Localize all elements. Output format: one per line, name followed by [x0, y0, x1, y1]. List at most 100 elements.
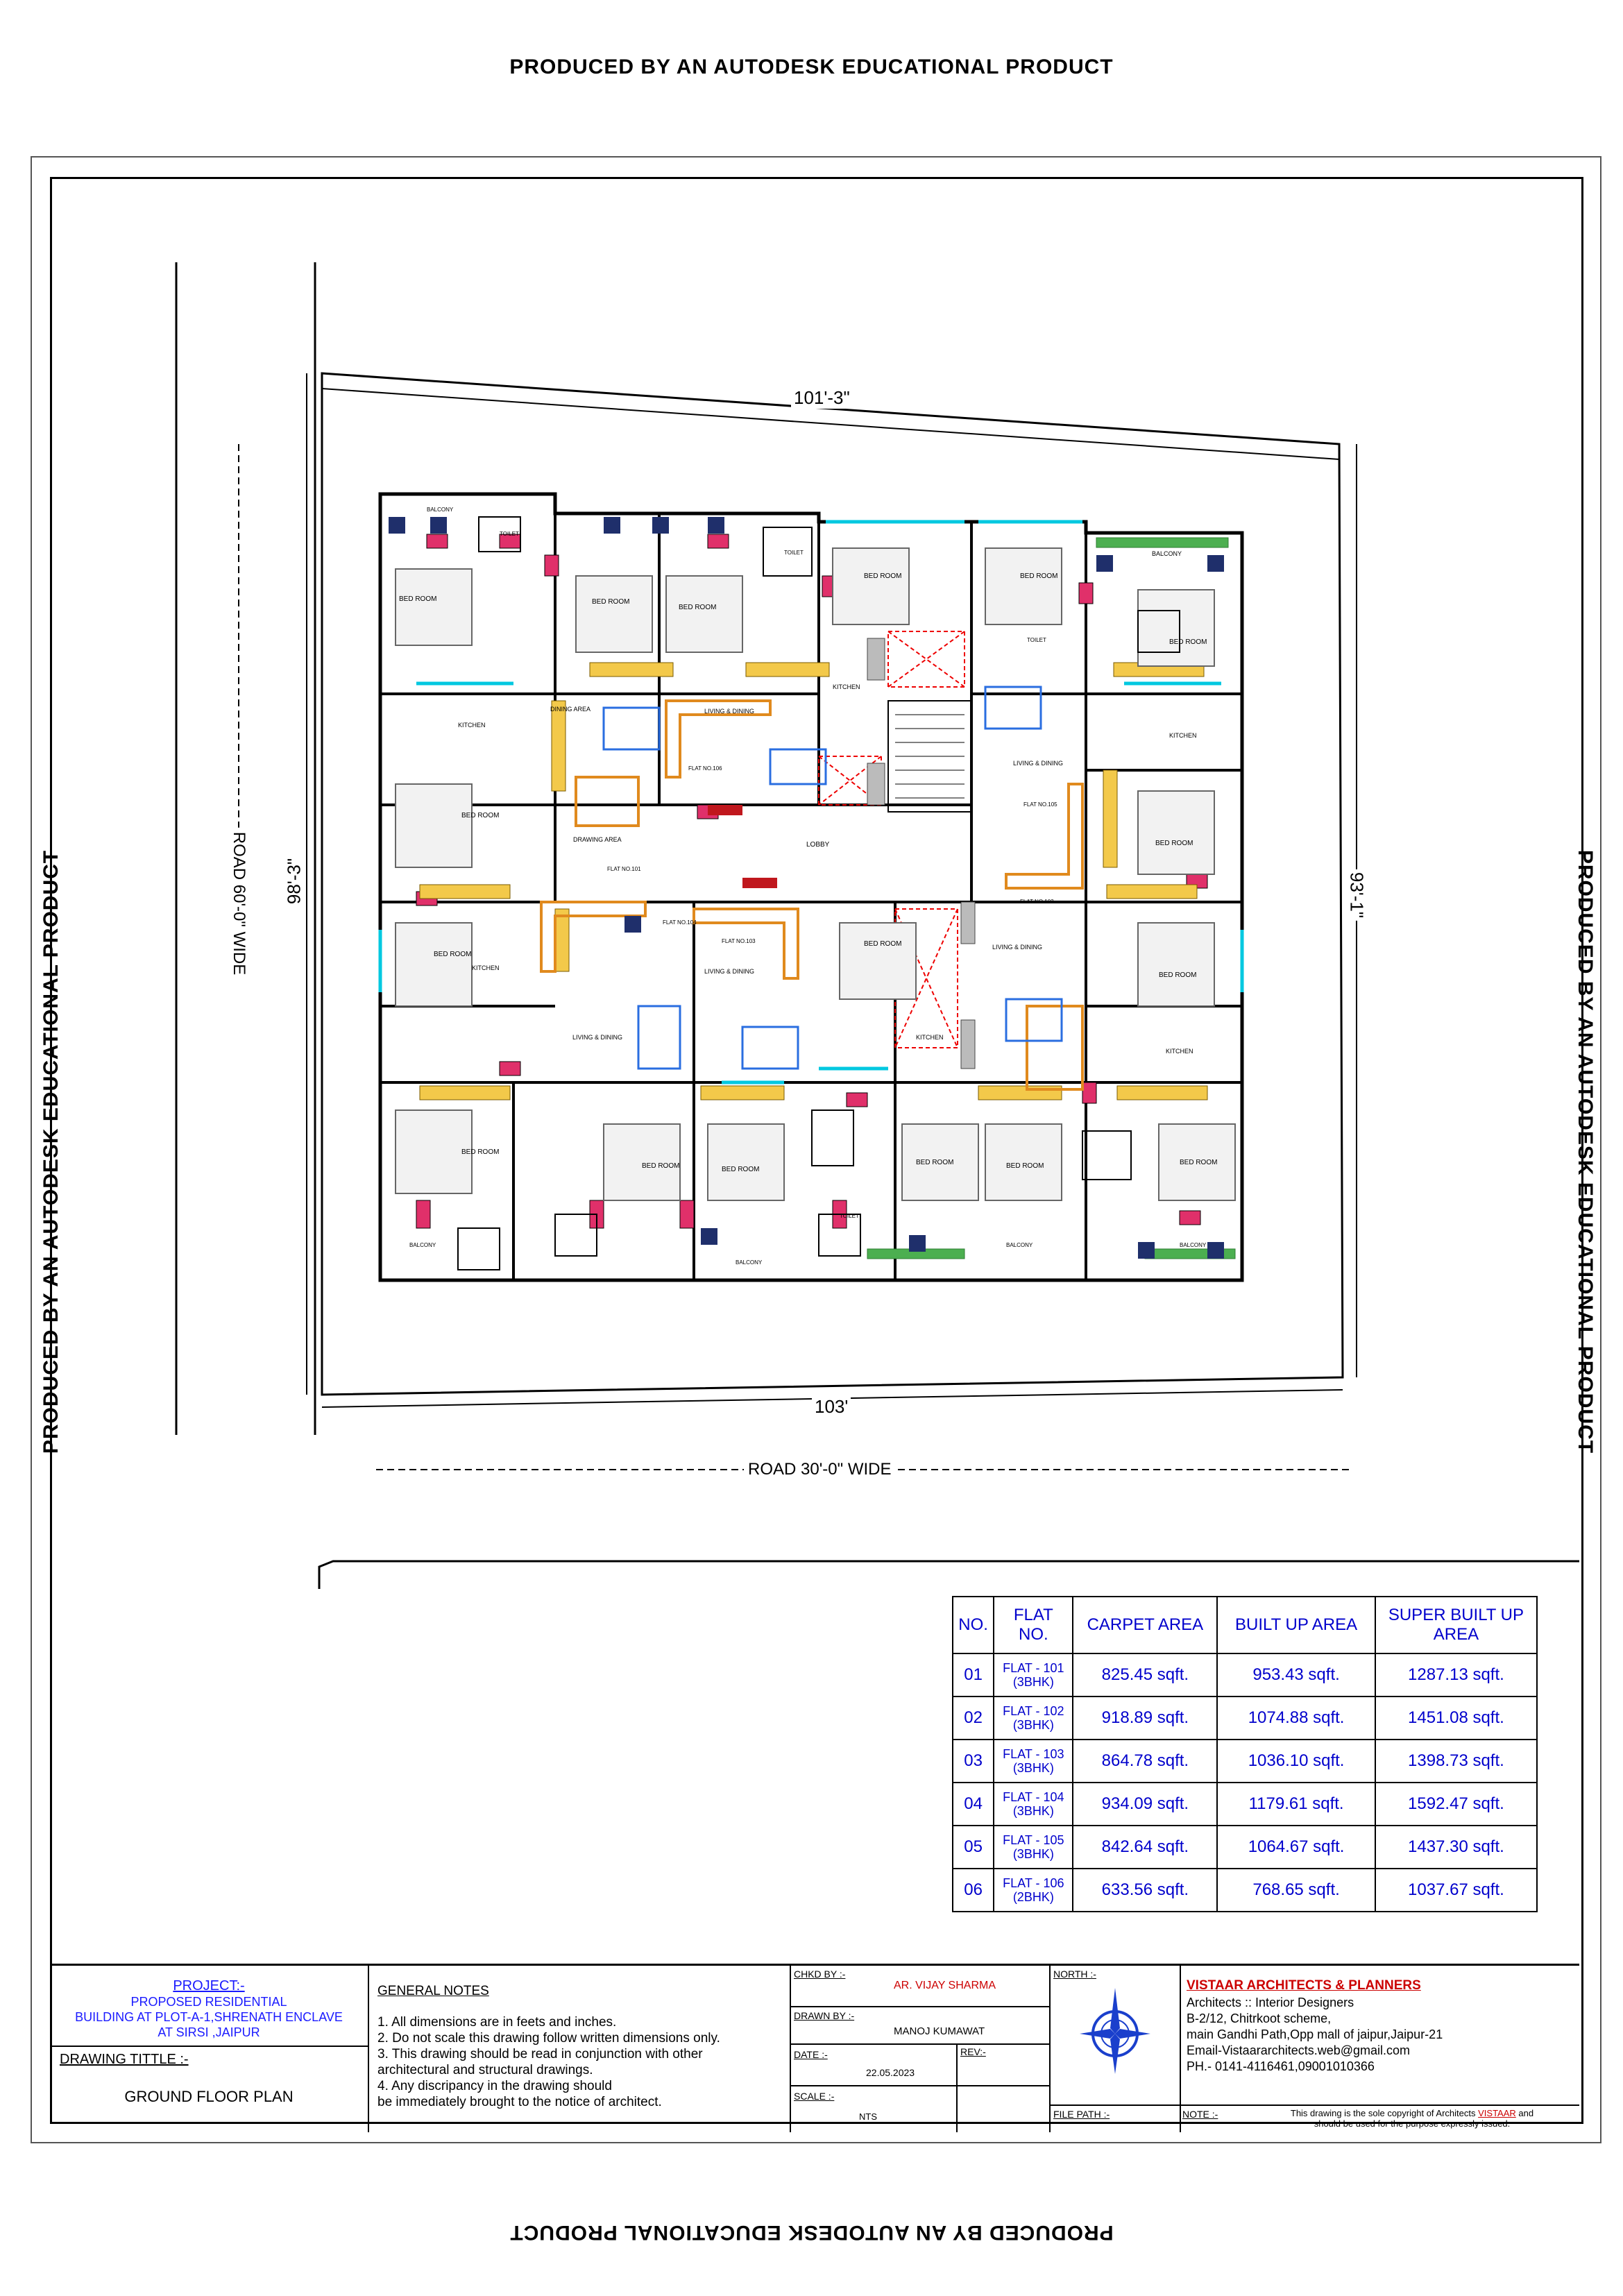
cell-no: 06: [951, 1868, 995, 1912]
north-section: NORTH :- FILE PATH :-: [1049, 1966, 1181, 2132]
note-text: should be used for the purpose expressly…: [1314, 2118, 1511, 2129]
room-label: KITCHEN: [833, 683, 860, 690]
cell-super: 1287.13 sqft.: [1374, 1653, 1538, 1697]
north-arrow-icon: [1080, 1988, 1150, 2074]
note-item: 4. Any discripancy in the drawing should: [377, 2079, 612, 2093]
cell-built: 1179.61 sqft.: [1216, 1782, 1376, 1826]
cell-carpet: 825.45 sqft.: [1072, 1653, 1218, 1697]
cell-super: 1592.47 sqft.: [1374, 1782, 1538, 1826]
notes-list: 1. All dimensions are in feets and inche…: [377, 2014, 720, 2110]
cell-flat: FLAT - 102(3BHK): [993, 1696, 1074, 1740]
firm-name: VISTAAR ARCHITECTS & PLANNERS: [1187, 1978, 1421, 1993]
room-label: BED ROOM: [1169, 638, 1207, 646]
flat-label: FLAT NO.101: [607, 866, 641, 872]
divider: [790, 2043, 1049, 2045]
flat-type: (2BHK): [1012, 1890, 1054, 1904]
dimension-left: 98'-3": [283, 855, 305, 908]
cell-no: 02: [951, 1696, 995, 1740]
table-header-row: NO. FLAT NO. CARPET AREA BUILT UP AREA S…: [951, 1596, 1538, 1654]
cell-flat: FLAT - 104(3BHK): [993, 1782, 1074, 1826]
cell-flat: FLAT - 101(3BHK): [993, 1653, 1074, 1697]
room-label: DINING AREA: [550, 706, 591, 713]
column-header: NO.: [951, 1596, 995, 1654]
room-label: LIVING & DINING: [992, 944, 1043, 951]
date-label: DATE :-: [794, 2049, 828, 2060]
room-label: BED ROOM: [461, 1148, 500, 1156]
room-label: BALCONY: [409, 1242, 436, 1248]
flat-number: FLAT - 105: [1003, 1833, 1064, 1847]
north-label: NORTH :-: [1053, 1968, 1096, 1980]
cell-built: 953.43 sqft.: [1216, 1653, 1376, 1697]
column-header: BUILT UP AREA: [1216, 1596, 1376, 1654]
floor-plan-drawing: [175, 262, 1579, 1589]
room-label: KITCHEN: [458, 722, 486, 729]
project-section: PROJECT:- PROPOSED RESIDENTIAL BUILDING …: [50, 1966, 369, 2132]
area-statement-table: NO. FLAT NO. CARPET AREA BUILT UP AREA S…: [951, 1596, 1538, 1912]
flat-label: FLAT NO.105: [1023, 801, 1057, 808]
room-label: BED ROOM: [864, 940, 902, 948]
room-label: LIVING & DINING: [704, 708, 755, 715]
flat-type: (3BHK): [1012, 1847, 1054, 1861]
sheet-border-outer: [31, 156, 1601, 2143]
firm-line: Email-Vistaararchitects.web@gmail.com: [1187, 2043, 1411, 2057]
flat-type: (3BHK): [1012, 1761, 1054, 1775]
flat-number: FLAT - 103: [1003, 1747, 1064, 1761]
room-label: LIVING & DINING: [572, 1034, 623, 1041]
general-notes-section: GENERAL NOTES 1. All dimensions are in f…: [368, 1966, 791, 2132]
building-outline: [378, 492, 1244, 1282]
divider: [1180, 2104, 1579, 2106]
room-label: BED ROOM: [1006, 1162, 1044, 1170]
cell-carpet: 864.78 sqft.: [1072, 1739, 1218, 1783]
room-label: BED ROOM: [916, 1159, 954, 1166]
room-label: BED ROOM: [722, 1166, 760, 1173]
cell-super: 1437.30 sqft.: [1374, 1825, 1538, 1869]
cell-carpet: 842.64 sqft.: [1072, 1825, 1218, 1869]
flat-number: FLAT - 106: [1003, 1876, 1064, 1890]
cell-carpet: 918.89 sqft.: [1072, 1696, 1218, 1740]
project-line: PROPOSED RESIDENTIAL: [130, 1995, 287, 2009]
note-brand: VISTAAR: [1478, 2108, 1516, 2118]
road-label-bottom: ROAD 30'-0" WIDE: [744, 1460, 896, 1479]
firm-line: main Gandhi Path,Opp mall of jaipur,Jaip…: [1187, 2027, 1443, 2041]
room-label: BED ROOM: [1020, 572, 1058, 580]
divider: [1049, 2104, 1180, 2106]
cell-super: 1451.08 sqft.: [1374, 1696, 1538, 1740]
note-item: architectural and structural drawings.: [377, 2063, 593, 2077]
column-header: FLAT NO.: [993, 1596, 1074, 1654]
divider: [50, 2046, 368, 2047]
divider: [790, 2006, 1049, 2007]
cell-no: 05: [951, 1825, 995, 1869]
flat-number: FLAT - 104: [1003, 1790, 1064, 1804]
copyright-note: This drawing is the sole copyright of Ar…: [1249, 2108, 1575, 2129]
rev-label: REV:-: [960, 2046, 986, 2057]
flat-type: (3BHK): [1012, 1804, 1054, 1818]
cell-built: 1074.88 sqft.: [1216, 1696, 1376, 1740]
cell-no: 04: [951, 1782, 995, 1826]
room-label: BED ROOM: [461, 812, 500, 819]
room-label: KITCHEN: [1169, 732, 1197, 739]
project-label: PROJECT:-: [173, 1978, 245, 1993]
divider: [790, 2085, 1049, 2086]
cell-built: 1036.10 sqft.: [1216, 1739, 1376, 1783]
flat-label: FLAT NO.103: [722, 938, 756, 944]
room-label: TOILET: [1027, 637, 1046, 643]
chkd-by-value: AR. VIJAY SHARMA: [894, 1980, 996, 1991]
dimension-right: 93'-1": [1345, 869, 1368, 921]
divider: [956, 2043, 958, 2132]
room-label: BED ROOM: [642, 1162, 680, 1170]
note-label: NOTE :-: [1182, 2109, 1218, 2120]
room-label: KITCHEN: [472, 964, 500, 971]
table-row: 01 FLAT - 101(3BHK) 825.45 sqft. 953.43 …: [951, 1653, 1538, 1697]
cell-carpet: 934.09 sqft.: [1072, 1782, 1218, 1826]
room-label: BALCONY: [427, 507, 454, 513]
room-label: BED ROOM: [864, 572, 902, 580]
room-label: BALCONY: [1152, 550, 1182, 557]
room-label: BED ROOM: [592, 598, 630, 606]
title-block: PROJECT:- PROPOSED RESIDENTIAL BUILDING …: [50, 1964, 1579, 2132]
firm-line: PH.- 0141-4116461,09001010366: [1187, 2059, 1375, 2073]
flat-label: FLAT NO.102: [1020, 899, 1054, 905]
firm-line: Architects :: Interior Designers: [1187, 1996, 1354, 2009]
dimension-bottom: 103': [812, 1396, 851, 1418]
table-row: 04 FLAT - 104(3BHK) 934.09 sqft. 1179.61…: [951, 1782, 1538, 1826]
table-row: 05 FLAT - 105(3BHK) 842.64 sqft. 1064.67…: [951, 1825, 1538, 1869]
